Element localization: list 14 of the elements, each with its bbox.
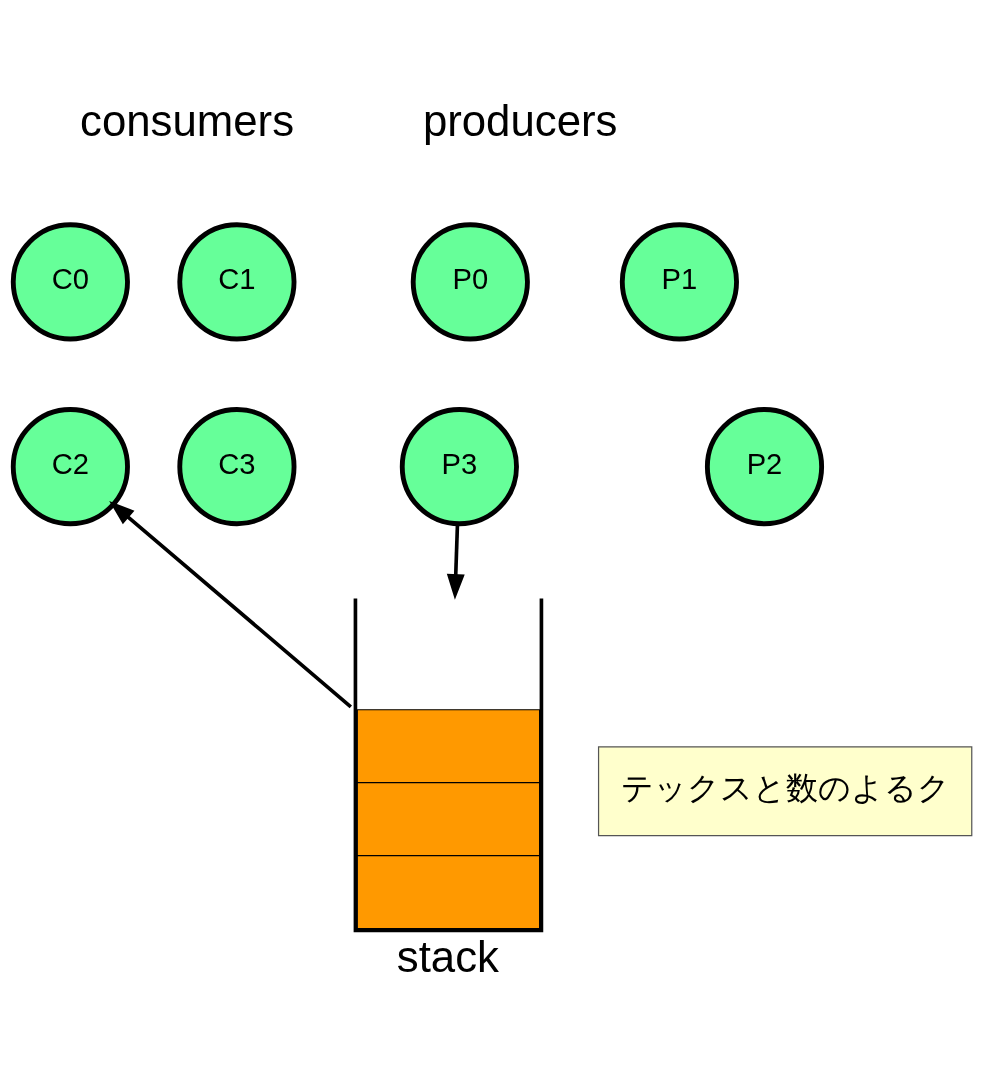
node-circle: C2 [10, 407, 130, 527]
node-circle: P0 [410, 222, 530, 342]
node-box: テックスと数のよるク [597, 746, 973, 837]
node-circle: P1 [619, 222, 739, 342]
arrow [109, 500, 352, 709]
node-circle: P3 [399, 407, 519, 527]
label: consumers [80, 95, 295, 145]
node-circle: C1 [177, 222, 297, 342]
node-label: stack [396, 932, 499, 982]
node-circle: C3 [177, 407, 297, 527]
node-circle: C0 [10, 222, 130, 342]
node-circle: P2 [704, 407, 825, 527]
label: producers [422, 95, 618, 145]
arrow [446, 523, 465, 600]
